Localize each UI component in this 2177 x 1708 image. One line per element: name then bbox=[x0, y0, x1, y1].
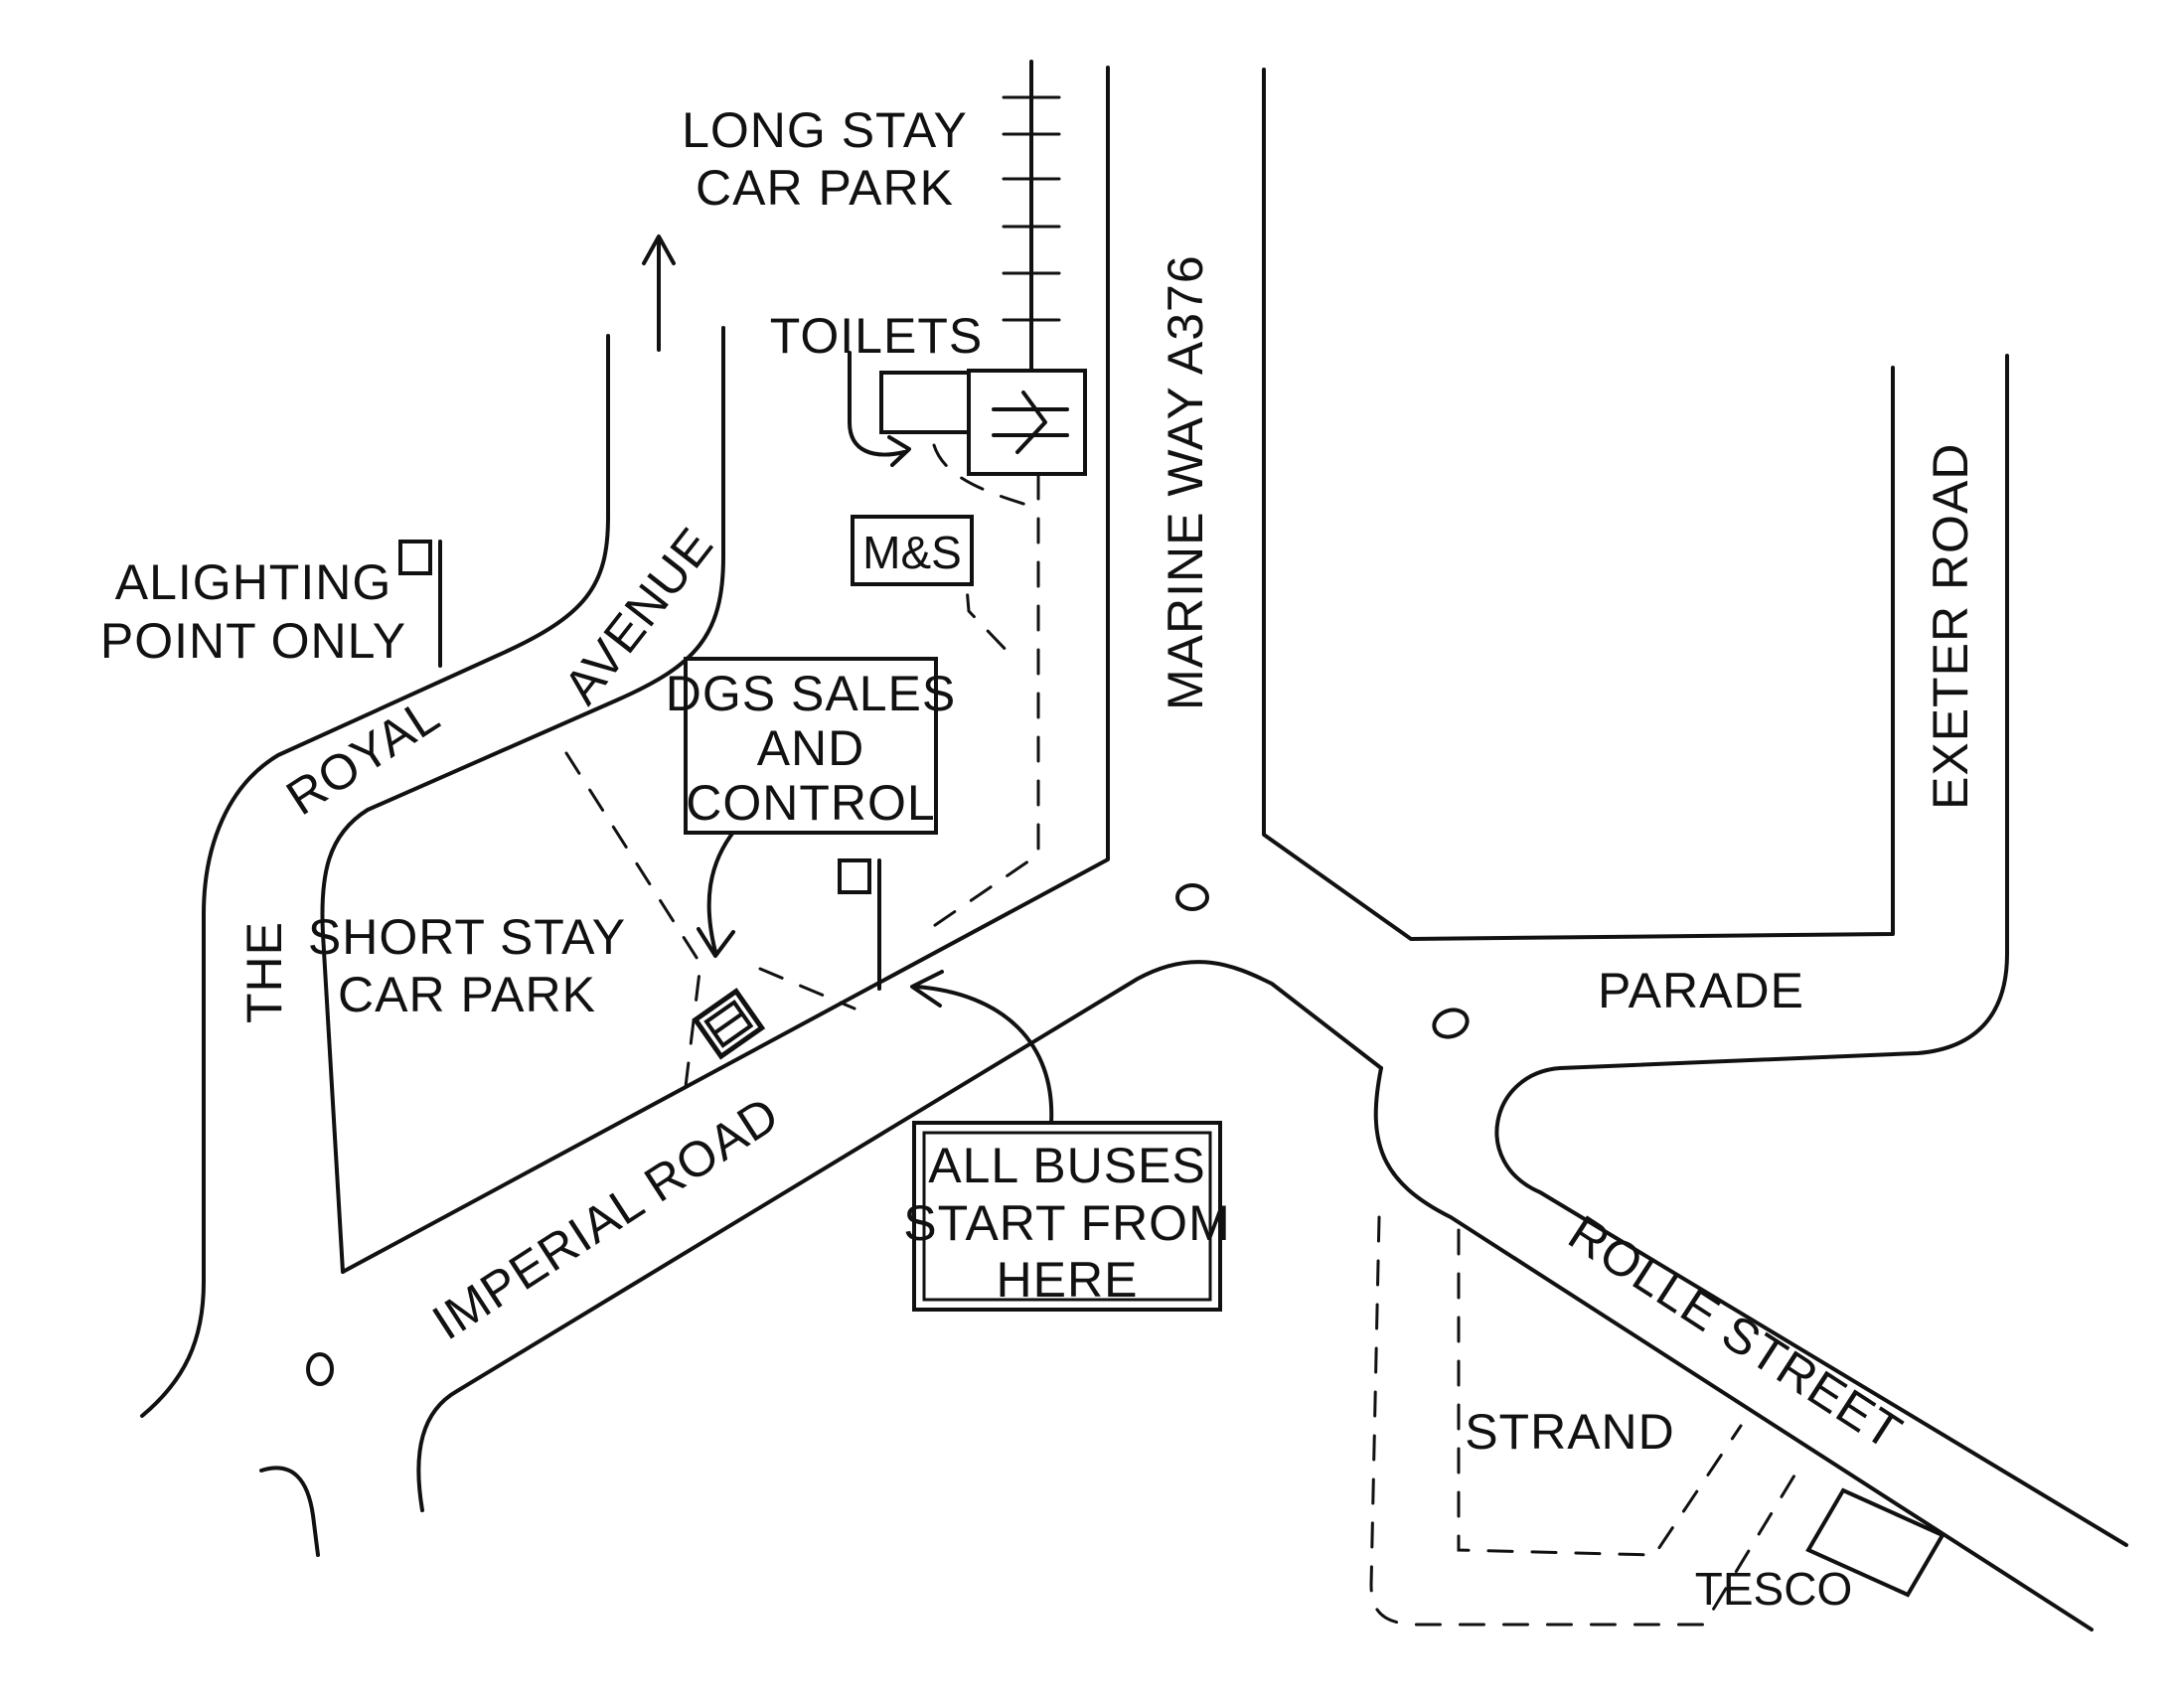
road-label-imperial: IMPERIAL ROAD bbox=[422, 1086, 788, 1350]
toilets-building bbox=[879, 371, 973, 434]
alighting-label-line2: POINT ONLY bbox=[100, 613, 406, 669]
imperial-road-south-edge bbox=[416, 960, 1383, 1512]
roundabout-icon bbox=[1175, 883, 1209, 911]
arrow-icon bbox=[697, 828, 737, 958]
dgs-line2: AND bbox=[757, 720, 865, 776]
road-label-marine-way: MARINE WAY A376 bbox=[1158, 254, 1213, 710]
toilets-label: TOILETS bbox=[770, 308, 983, 364]
bus-icon bbox=[692, 988, 766, 1060]
royal-avenue-outer-edge bbox=[140, 334, 610, 1418]
arrow-icon bbox=[642, 234, 676, 352]
road-label-the: THE bbox=[236, 921, 292, 1023]
dgs-sales-control-box: DGS SALES AND CONTROL bbox=[666, 657, 956, 835]
roundabouts bbox=[306, 883, 1470, 1386]
strand-label: STRAND bbox=[1465, 1404, 1675, 1460]
marine-way-east-edge bbox=[1262, 68, 1895, 941]
road-label-royal: ROYAL bbox=[276, 687, 449, 826]
railway-station-icon bbox=[967, 369, 1087, 476]
short-stay-label-line1: SHORT STAY bbox=[308, 909, 626, 965]
dgs-line1: DGS SALES bbox=[666, 666, 956, 721]
ms-label: M&S bbox=[862, 527, 962, 578]
exeter-road-east-edge bbox=[1494, 354, 2128, 1547]
western-road-stub bbox=[259, 1466, 320, 1557]
tesco-building bbox=[1805, 1487, 1945, 1598]
roundabout-icon bbox=[306, 1352, 334, 1386]
buses-line2: START FROM bbox=[903, 1195, 1230, 1251]
long-stay-label-line2: CAR PARK bbox=[696, 160, 954, 216]
road-label-exeter: EXETER ROAD bbox=[1923, 443, 1978, 810]
railway-line bbox=[1002, 60, 1061, 372]
buses-line3: HERE bbox=[997, 1252, 1139, 1308]
all-buses-box: ALL BUSES START FROM HERE bbox=[903, 1121, 1230, 1312]
arrow-icon bbox=[848, 351, 911, 467]
long-stay-label-line1: LONG STAY bbox=[682, 102, 968, 158]
imperial-road-north-edge bbox=[341, 66, 1110, 1274]
bus-stop-flag-icon bbox=[838, 858, 881, 991]
roundabout-icon bbox=[1432, 1008, 1470, 1039]
road-label-parade: PARADE bbox=[1598, 963, 1804, 1018]
tesco-label: TESCO bbox=[1695, 1563, 1852, 1615]
buses-line1: ALL BUSES bbox=[928, 1138, 1206, 1193]
ms-store-box bbox=[851, 515, 974, 586]
arrow-icon bbox=[910, 970, 1054, 1125]
short-stay-label-line2: CAR PARK bbox=[338, 967, 596, 1022]
bus-stop-flag-icon bbox=[398, 540, 442, 668]
royal-avenue-inner-edge bbox=[320, 326, 725, 1274]
road-outlines bbox=[140, 60, 2128, 1631]
alighting-label-line1: ALIGHTING bbox=[115, 554, 391, 610]
rolle-street-south-edge bbox=[1373, 1066, 2094, 1631]
dgs-line3: CONTROL bbox=[686, 775, 935, 831]
